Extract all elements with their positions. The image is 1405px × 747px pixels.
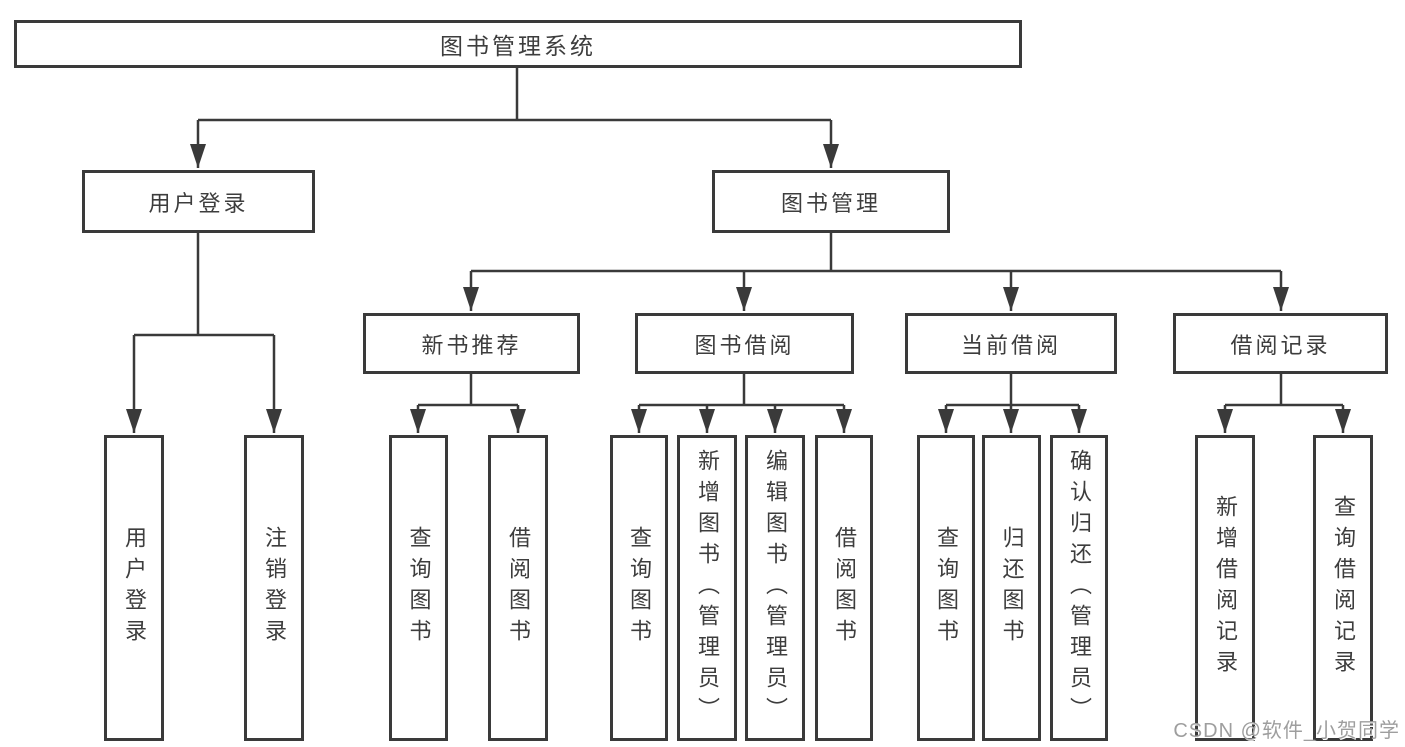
node-label: 新增借阅记录 — [1213, 495, 1238, 681]
node-label: 确认归还（管理员） — [1067, 448, 1092, 728]
leaf-query-books-recommend: 查询图书 — [389, 435, 448, 741]
node-label: 查询图书 — [934, 526, 959, 650]
node-new-book-recommend: 新书推荐 — [363, 313, 580, 374]
leaf-user-login: 用户登录 — [104, 435, 164, 741]
leaf-borrow-books-recommend: 借阅图书 — [488, 435, 548, 741]
node-label: 借阅图书 — [832, 526, 857, 650]
node-label: 用户登录 — [148, 190, 249, 216]
node-label: 查询图书 — [406, 526, 432, 650]
node-label: 图书管理系统 — [440, 33, 596, 59]
leaf-logout: 注销登录 — [244, 435, 304, 741]
node-label: 编辑图书（管理员） — [763, 448, 788, 728]
node-label: 新增图书（管理员） — [695, 448, 720, 728]
node-label: 注销登录 — [262, 526, 287, 650]
node-label: 图书管理 — [780, 190, 881, 216]
leaf-query-books-current: 查询图书 — [917, 435, 975, 741]
watermark: CSDN @软件_小贺同学 — [1173, 720, 1400, 742]
node-label: 借阅记录 — [1230, 332, 1331, 358]
leaf-query-borrow-record: 查询借阅记录 — [1313, 435, 1373, 741]
leaf-confirm-return-admin: 确认归还（管理员） — [1050, 435, 1108, 741]
node-label: 新书推荐 — [421, 332, 522, 358]
node-borrow-records: 借阅记录 — [1173, 313, 1388, 374]
node-label: 当前借阅 — [960, 332, 1061, 358]
leaf-add-borrow-record: 新增借阅记录 — [1195, 435, 1255, 741]
node-label: 借阅图书 — [506, 526, 531, 650]
node-library-management-system: 图书管理系统 — [14, 20, 1022, 68]
leaf-borrow-books: 借阅图书 — [815, 435, 873, 741]
leaf-edit-book-admin: 编辑图书（管理员） — [745, 435, 805, 741]
leaf-add-book-admin: 新增图书（管理员） — [677, 435, 737, 741]
node-book-borrow: 图书借阅 — [635, 313, 854, 374]
leaf-query-books-borrow: 查询图书 — [610, 435, 668, 741]
node-label: 查询借阅记录 — [1331, 495, 1356, 681]
node-label: 归还图书 — [999, 526, 1025, 650]
leaf-return-book: 归还图书 — [982, 435, 1041, 741]
node-user-login: 用户登录 — [82, 170, 315, 233]
node-label: 查询图书 — [627, 526, 652, 650]
node-label: 图书借阅 — [694, 332, 795, 358]
node-book-management: 图书管理 — [712, 170, 950, 233]
node-current-borrow: 当前借阅 — [905, 313, 1117, 374]
node-label: 用户登录 — [122, 526, 147, 650]
